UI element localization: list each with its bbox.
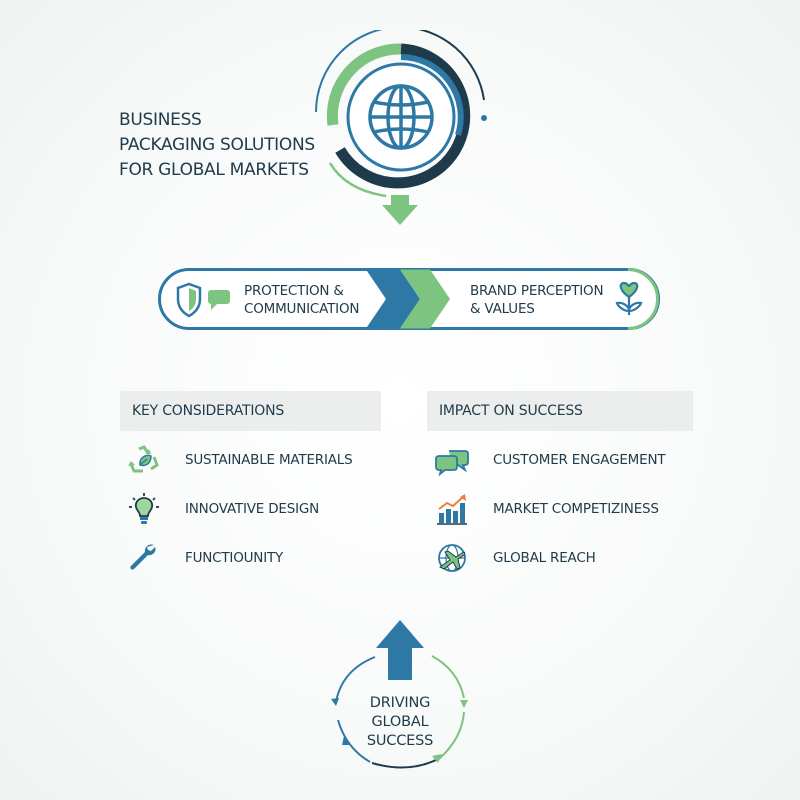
item-label: MARKET COMPETIZINESS <box>493 501 659 517</box>
considerations-header: KEY CONSIDERATIONS <box>120 391 381 431</box>
flow-pill: PROTECTION & COMMUNICATION BRAND PERCEPT… <box>158 268 660 330</box>
airplane-globe-icon <box>438 544 466 572</box>
impact-list: CUSTOMER ENGAGEMENT MARKET COMPETIZINESS… <box>435 442 666 576</box>
cycle-arc-right <box>439 711 465 759</box>
item-label: SUSTAINABLE MATERIALS <box>185 452 353 468</box>
list-item: FUNCTIOUNITY <box>127 540 352 576</box>
chat-bubble-icon <box>208 290 230 310</box>
globe-icon <box>368 84 434 150</box>
title-line-1: BUSINESS <box>119 110 202 130</box>
down-arrow-icon <box>382 195 418 225</box>
cycle-graphic <box>331 620 468 769</box>
cycle-arc-bottom-left <box>337 719 371 763</box>
item-label: GLOBAL REACH <box>493 550 596 566</box>
bar-chart-icon <box>437 494 467 525</box>
heart-leaf-icon <box>615 281 643 315</box>
ring-navy-segment <box>335 43 471 189</box>
item-label: INNOVATIVE DESIGN <box>185 501 320 517</box>
up-arrow-icon <box>376 620 424 680</box>
list-item: MARKET COMPETIZINESS <box>435 491 665 527</box>
outer-arc-left <box>315 30 384 113</box>
chevron-green <box>400 269 450 329</box>
globe-ring-graphic <box>315 30 487 225</box>
main-title: BUSINESS PACKAGING SOLUTIONS FOR GLOBAL … <box>119 108 349 183</box>
impact-column: IMPACT ON SUCCESS <box>427 391 693 431</box>
chat-bubbles-icon <box>435 450 469 477</box>
ring-green-segment <box>326 43 402 126</box>
down-curve <box>328 162 387 198</box>
shield-icon <box>176 282 202 318</box>
list-item: GLOBAL REACH <box>435 540 665 576</box>
list-item: INNOVATIVE DESIGN <box>127 491 352 527</box>
considerations-column: KEY CONSIDERATIONS <box>120 391 381 431</box>
cycle-arc-top-left <box>335 656 376 703</box>
orbit-dot <box>481 115 487 121</box>
title-line-2: PACKAGING SOLUTIONS <box>119 135 315 155</box>
ring-blue-segment <box>400 54 464 136</box>
list-item: CUSTOMER ENGAGEMENT <box>435 442 666 478</box>
considerations-list: SUSTAINABLE MATERIALS INNOVATIVE DESIGN … <box>127 442 353 576</box>
flow-right-label: BRAND PERCEPTION & VALUES <box>470 283 604 317</box>
outer-arc-right <box>417 30 485 101</box>
cycle-label: DRIVING GLOBAL SUCCESS <box>366 695 434 749</box>
recycle-icon <box>128 445 159 473</box>
wrench-icon <box>130 544 156 570</box>
item-label: CUSTOMER ENGAGEMENT <box>493 452 666 468</box>
impact-header: IMPACT ON SUCCESS <box>427 391 693 431</box>
lightbulb-icon <box>129 493 159 524</box>
cycle-arc-bottom <box>371 757 441 769</box>
item-label: FUNCTIOUNITY <box>185 550 284 566</box>
title-line-3: FOR GLOBAL MARKETS <box>119 160 309 180</box>
chevron-blue <box>366 269 420 329</box>
cycle-arc-top-right <box>431 655 465 699</box>
list-item: SUSTAINABLE MATERIALS <box>127 442 353 478</box>
flow-left-label: PROTECTION & COMMUNICATION <box>244 283 360 317</box>
